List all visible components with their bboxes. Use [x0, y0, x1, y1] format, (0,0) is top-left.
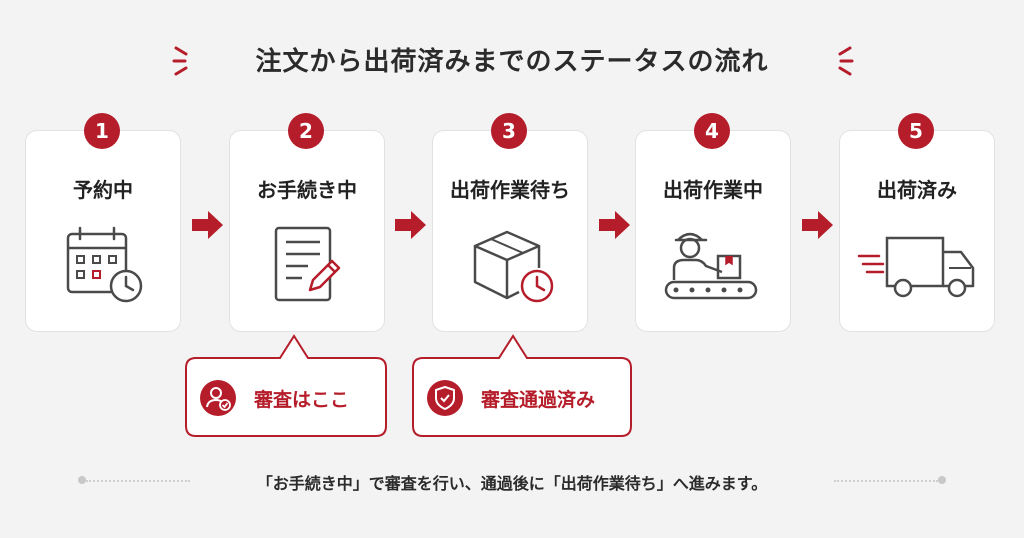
footer-dot	[938, 476, 946, 484]
step-card	[25, 130, 181, 332]
arrow-right-icon	[395, 211, 426, 239]
user-check-icon	[200, 380, 236, 416]
step-awaiting-shipment: 3 出荷作業待ち	[432, 113, 588, 332]
footer-dot	[78, 476, 86, 484]
step-number-badge: 3	[491, 113, 527, 149]
footer-divider	[86, 480, 190, 482]
footer-divider	[834, 480, 938, 482]
right-accent-icon	[838, 46, 854, 76]
step-card	[229, 130, 385, 332]
step-shipped: 5 出荷済み	[839, 113, 995, 332]
arrow-right-icon	[192, 211, 223, 239]
box-clock-icon	[473, 230, 554, 303]
step-card	[839, 130, 995, 332]
footer-note: 「お手続き中」で審査を行い、通過後に「出荷作業待ち」へ進みます。	[256, 474, 768, 493]
step-label: 出荷済み	[877, 178, 957, 202]
page-title: 注文から出荷済みまでのステータスの流れ	[255, 47, 769, 77]
step-number-badge: 4	[694, 113, 730, 149]
step-in-procedure: 2 お手続き中	[229, 113, 385, 332]
document-edit-icon	[274, 226, 341, 302]
callout-bubble	[412, 334, 632, 437]
step-shipping-in-progress: 4 出荷作業中	[635, 113, 791, 332]
worker-conveyor-icon	[664, 232, 758, 300]
title-area: 注文から出荷済みまでのステータスの流れ	[0, 44, 1024, 88]
arrow-right-icon	[802, 211, 833, 239]
step-card	[432, 130, 588, 332]
calendar-clock-icon	[66, 226, 143, 303]
callout-label: 審査通過済み	[481, 389, 596, 411]
left-accent-icon	[172, 46, 188, 76]
delivery-truck-icon	[857, 236, 975, 298]
step-label: 予約中	[73, 178, 133, 202]
step-label: 出荷作業中	[663, 178, 763, 202]
step-number-badge: 5	[898, 113, 934, 149]
step-number-badge: 1	[84, 113, 120, 149]
step-label: 出荷作業待ち	[450, 178, 570, 202]
step-number-badge: 2	[288, 113, 324, 149]
shield-check-icon	[427, 380, 463, 416]
arrow-right-icon	[599, 211, 630, 239]
callout-bubble	[185, 334, 387, 437]
step-reserved: 1 予約中	[25, 113, 181, 332]
step-label: お手続き中	[257, 178, 357, 202]
callout-label: 審査はここ	[254, 389, 350, 411]
